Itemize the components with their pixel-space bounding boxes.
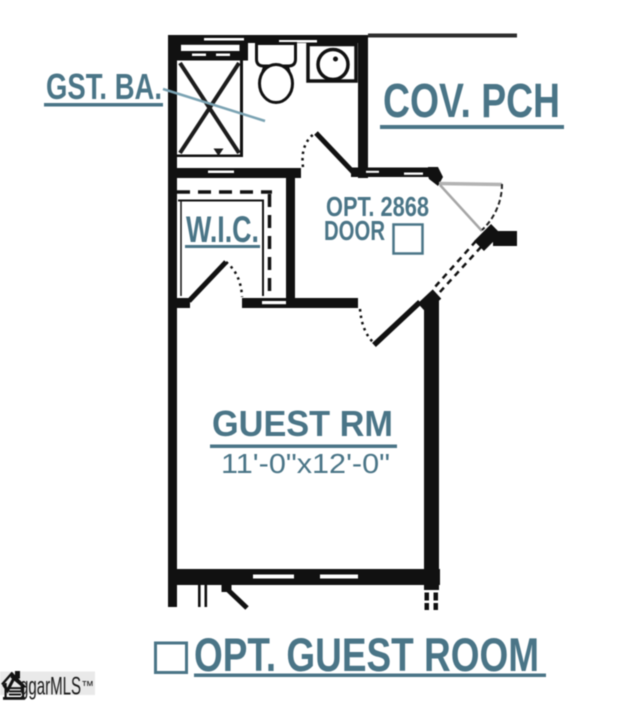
svg-text:OPT. GUEST ROOM: OPT. GUEST ROOM: [194, 628, 539, 681]
svg-text:DOOR: DOOR: [324, 215, 385, 246]
svg-text:COV. PCH: COV. PCH: [383, 75, 560, 128]
svg-text:GUEST RM: GUEST RM: [212, 403, 393, 444]
svg-text:GST. BA.: GST. BA.: [46, 66, 162, 107]
svg-text:OPT. 2868: OPT. 2868: [326, 191, 429, 222]
svg-text:™: ™: [81, 678, 94, 693]
svg-text:W.I.C.: W.I.C.: [186, 209, 259, 250]
svg-text:11'-0"x12'-0": 11'-0"x12'-0": [221, 448, 390, 479]
svg-text:ggarMLS: ggarMLS: [20, 673, 81, 701]
